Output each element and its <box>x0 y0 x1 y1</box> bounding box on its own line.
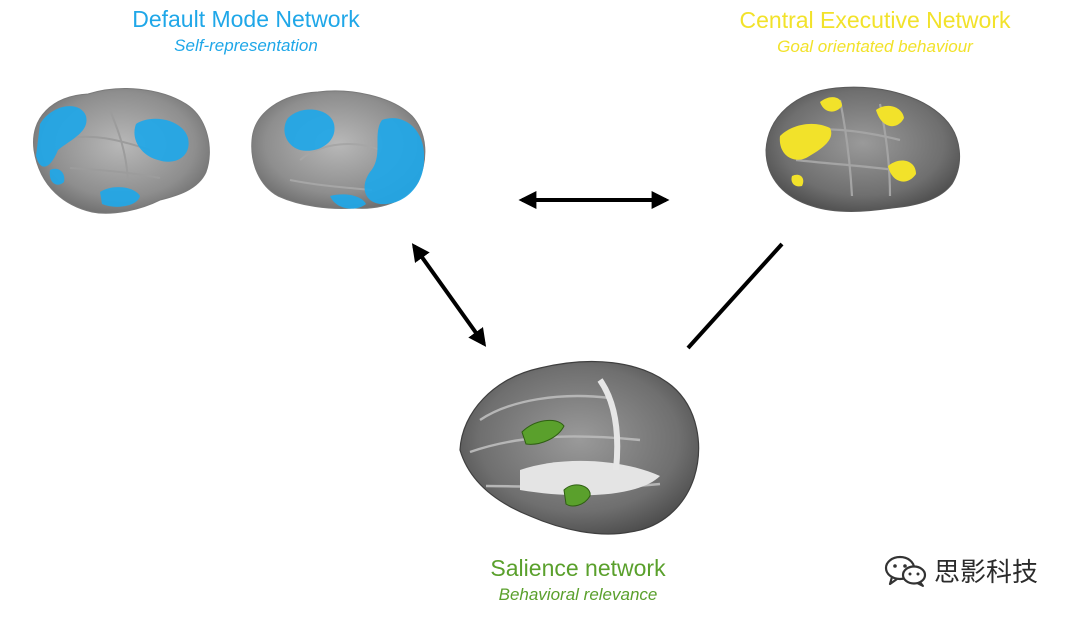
watermark: 思影科技 <box>884 552 1038 589</box>
line-cen-salience <box>686 242 784 350</box>
salience-brain-image <box>459 360 700 535</box>
salience-subtitle: Behavioral relevance <box>498 585 658 604</box>
salience-title: Salience network <box>490 555 666 581</box>
wechat-icon <box>884 555 927 587</box>
cen-title: Central Executive Network <box>739 7 1011 33</box>
watermark-text: 思影科技 <box>934 558 1039 588</box>
cen-brain-image <box>765 86 961 212</box>
cen-subtitle: Goal orientated behaviour <box>777 37 973 56</box>
dmn-lateral-brain-image <box>33 88 210 214</box>
arrow-dmn-salience <box>411 243 487 347</box>
dmn-subtitle: Self-representation <box>174 36 318 55</box>
dmn-title: Default Mode Network <box>132 6 360 32</box>
dmn-medial-brain-image <box>251 90 426 209</box>
